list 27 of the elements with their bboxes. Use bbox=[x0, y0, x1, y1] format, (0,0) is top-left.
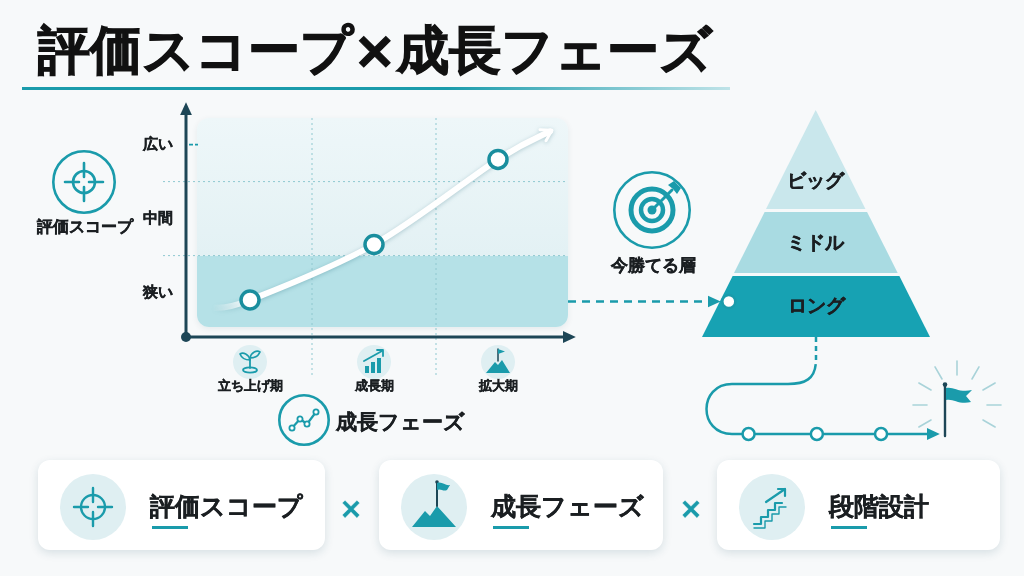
category-label: 成長期 bbox=[354, 378, 394, 394]
axis-title: 評価スコープ bbox=[37, 219, 133, 237]
card-title: 評価スコープ bbox=[150, 492, 303, 522]
card bbox=[717, 460, 1000, 550]
pyramid-tier bbox=[702, 276, 930, 337]
caption: 今勝てる層 bbox=[610, 256, 696, 276]
category-label: 立ち上げ期 bbox=[217, 378, 283, 394]
tier-label: ビッグ bbox=[787, 170, 845, 192]
times-sign: × bbox=[679, 492, 703, 526]
card bbox=[379, 460, 663, 550]
title: 評価スコープ×成長フェーズ bbox=[38, 21, 712, 81]
dashed-arrow bbox=[568, 295, 721, 308]
pyramid-tier bbox=[734, 212, 898, 273]
category-label: 拡大期 bbox=[478, 378, 518, 394]
axis-title: 成長フェーズ bbox=[336, 409, 465, 435]
times-sign: × bbox=[339, 492, 363, 526]
card-title: 成長フェーズ bbox=[491, 492, 644, 522]
axis-tick-label: 狭い bbox=[143, 283, 173, 302]
chart-panel bbox=[197, 118, 568, 327]
axis-tick-label: 中間 bbox=[143, 209, 173, 228]
pyramid-tier bbox=[766, 110, 866, 209]
axis-tick-label: 広い bbox=[143, 135, 173, 154]
card-title: 段階設計 bbox=[829, 492, 929, 522]
arrow bbox=[705, 337, 940, 440]
tier-label: ロング bbox=[787, 295, 845, 317]
card bbox=[38, 460, 325, 550]
tier-label: ミドル bbox=[787, 232, 845, 254]
